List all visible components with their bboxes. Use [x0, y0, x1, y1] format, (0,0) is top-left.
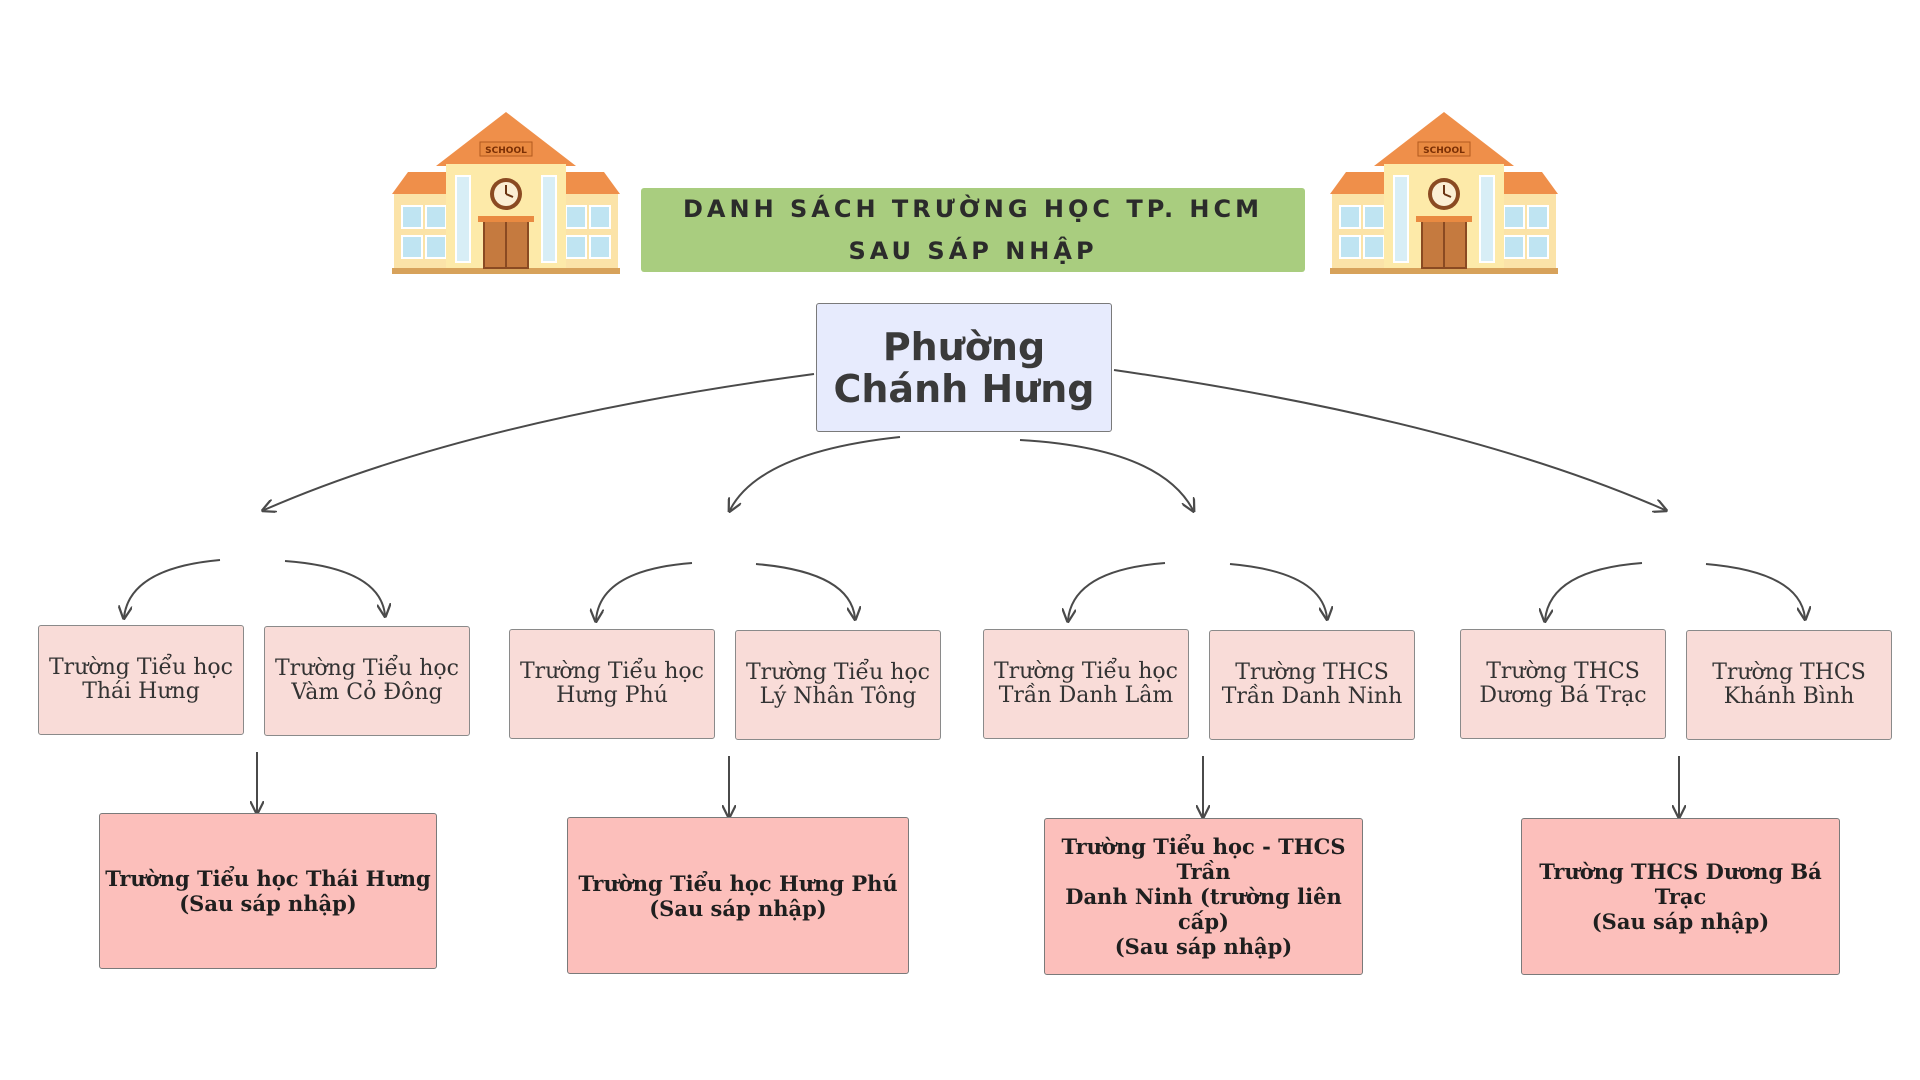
root-node-line-1: Phường	[882, 324, 1046, 369]
group-2-left-arrow	[596, 562, 693, 620]
school-sign-label: SCHOOL	[1423, 146, 1465, 156]
merged-node-note: (Sau sáp nhập)	[179, 891, 357, 916]
group-4-right-arrow	[1705, 563, 1805, 618]
root-to-group-4-arrow	[1113, 369, 1665, 510]
school-node-line-2: Hưng Phú	[556, 683, 668, 708]
root-to-group-3-arrow	[1019, 439, 1193, 510]
merged-node-group-3: Trường Tiểu học - THCS Trần Danh Ninh (t…	[1044, 818, 1363, 975]
school-node-line-2: Trần Danh Lâm	[998, 683, 1174, 708]
school-node-duong-ba-trac: Trường THCS Dương Bá Trạc	[1460, 629, 1666, 739]
school-node-thai-hung: Trường Tiểu học Thái Hưng	[38, 625, 244, 735]
merged-node-line-1: Trường Tiểu học Thái Hưng	[105, 866, 431, 891]
merged-node-note: (Sau sáp nhập)	[1591, 909, 1770, 934]
merged-node-note: (Sau sáp nhập)	[1114, 934, 1293, 959]
school-node-ly-nhan-tong: Trường Tiểu học Lý Nhân Tông	[735, 630, 941, 740]
merged-node-line-1: Trường THCS Dương Bá Trạc	[1539, 859, 1822, 909]
school-node-vam-co-dong: Trường Tiểu học Vàm Cỏ Đông	[264, 626, 470, 736]
root-to-group-1-arrow	[264, 373, 815, 510]
root-node-ward: Phường Chánh Hưng	[816, 303, 1112, 432]
school-node-line-1: Trường Tiểu học	[994, 659, 1178, 684]
root-node-line-2: Chánh Hưng	[833, 366, 1095, 411]
merged-node-group-4: Trường THCS Dương Bá Trạc (Sau sáp nhập)	[1521, 818, 1840, 975]
merged-node-group-1: Trường Tiểu học Thái Hưng (Sau sáp nhập)	[99, 813, 437, 969]
school-sign-label: SCHOOL	[485, 146, 527, 156]
school-node-line-1: Trường THCS	[1486, 659, 1640, 684]
title-banner: DANH SÁCH TRƯỜNG HỌC TP. HCM SAU SÁP NHẬ…	[641, 188, 1305, 272]
merged-node-group-2: Trường Tiểu học Hưng Phú (Sau sáp nhập)	[567, 817, 909, 974]
title-line-2: SAU SÁP NHẬP	[848, 237, 1098, 265]
school-building-icon: SCHOOL	[1330, 112, 1558, 274]
group-1-right-arrow	[284, 560, 385, 615]
school-building-icon: SCHOOL	[392, 112, 620, 274]
group-2-right-arrow	[755, 563, 855, 618]
group-1-left-arrow	[124, 559, 221, 617]
school-node-line-2: Lý Nhân Tông	[759, 684, 917, 709]
school-node-tran-danh-lam: Trường Tiểu học Trần Danh Lâm	[983, 629, 1189, 739]
merged-node-line-1: Trường Tiểu học - THCS Trần	[1061, 834, 1346, 884]
group-3-right-arrow	[1229, 563, 1327, 618]
school-node-line-1: Trường Tiểu học	[49, 655, 233, 680]
group-3-left-arrow	[1068, 562, 1166, 620]
school-node-line-1: Trường THCS	[1712, 660, 1866, 685]
school-node-line-2: Dương Bá Trạc	[1479, 683, 1647, 708]
merged-node-line-2: Danh Ninh (trường liên cấp)	[1065, 884, 1342, 934]
school-node-line-1: Trường Tiểu học	[520, 659, 704, 684]
school-node-hung-phu: Trường Tiểu học Hưng Phú	[509, 629, 715, 739]
school-node-line-2: Vàm Cỏ Đông	[291, 680, 443, 705]
root-to-group-2-arrow	[730, 436, 901, 510]
school-node-line-2: Thái Hưng	[82, 679, 200, 704]
title-line-1: DANH SÁCH TRƯỜNG HỌC TP. HCM	[682, 195, 1263, 223]
school-node-line-1: Trường THCS	[1235, 660, 1389, 685]
school-node-line-1: Trường Tiểu học	[746, 660, 930, 685]
merged-node-note: (Sau sáp nhập)	[649, 895, 827, 921]
merged-node-line-1: Trường Tiểu học Hưng Phú	[578, 870, 898, 896]
school-node-line-2: Khánh Bình	[1723, 684, 1855, 709]
school-node-line-2: Trần Danh Ninh	[1221, 684, 1403, 709]
group-4-left-arrow	[1545, 562, 1643, 620]
school-node-line-1: Trường Tiểu học	[275, 656, 459, 681]
school-node-tran-danh-ninh: Trường THCS Trần Danh Ninh	[1209, 630, 1415, 740]
school-node-khanh-binh: Trường THCS Khánh Bình	[1686, 630, 1892, 740]
